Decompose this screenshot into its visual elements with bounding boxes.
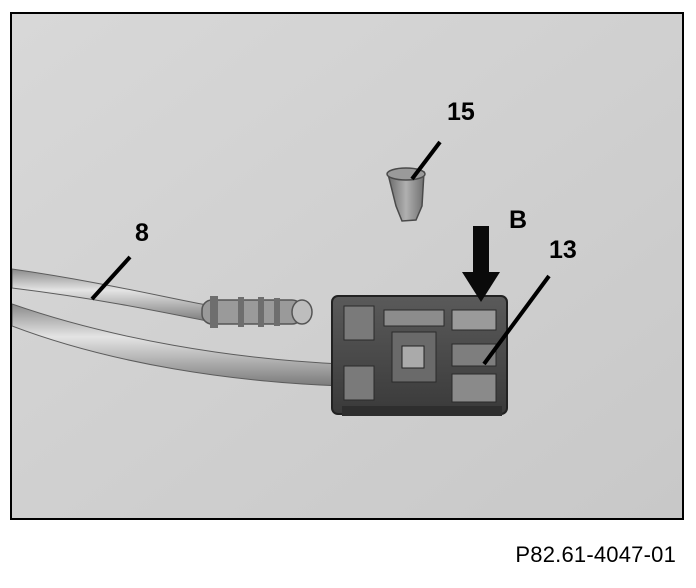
connector-housing <box>331 295 508 416</box>
callout-label-8: 8 <box>135 219 149 247</box>
fitting-rib <box>258 297 264 327</box>
callout-label-13: 13 <box>549 236 577 264</box>
leader-line-15 <box>410 140 442 181</box>
press-arrow <box>462 226 500 302</box>
photo-frame: 15 8 B 13 <box>10 12 684 520</box>
callout-label-15: 15 <box>447 98 475 126</box>
fitting-rib <box>274 298 280 326</box>
leader-line-13 <box>482 274 551 366</box>
photo-background <box>12 14 682 518</box>
callout-label-b: B <box>509 206 528 234</box>
leader-line-8 <box>90 255 132 301</box>
photo-illustration <box>12 14 682 518</box>
fitting-tip <box>291 299 313 325</box>
fitting-rib <box>238 297 244 327</box>
fitting-rib <box>210 296 218 328</box>
figure-id: P82.61-4047-01 <box>515 542 676 567</box>
